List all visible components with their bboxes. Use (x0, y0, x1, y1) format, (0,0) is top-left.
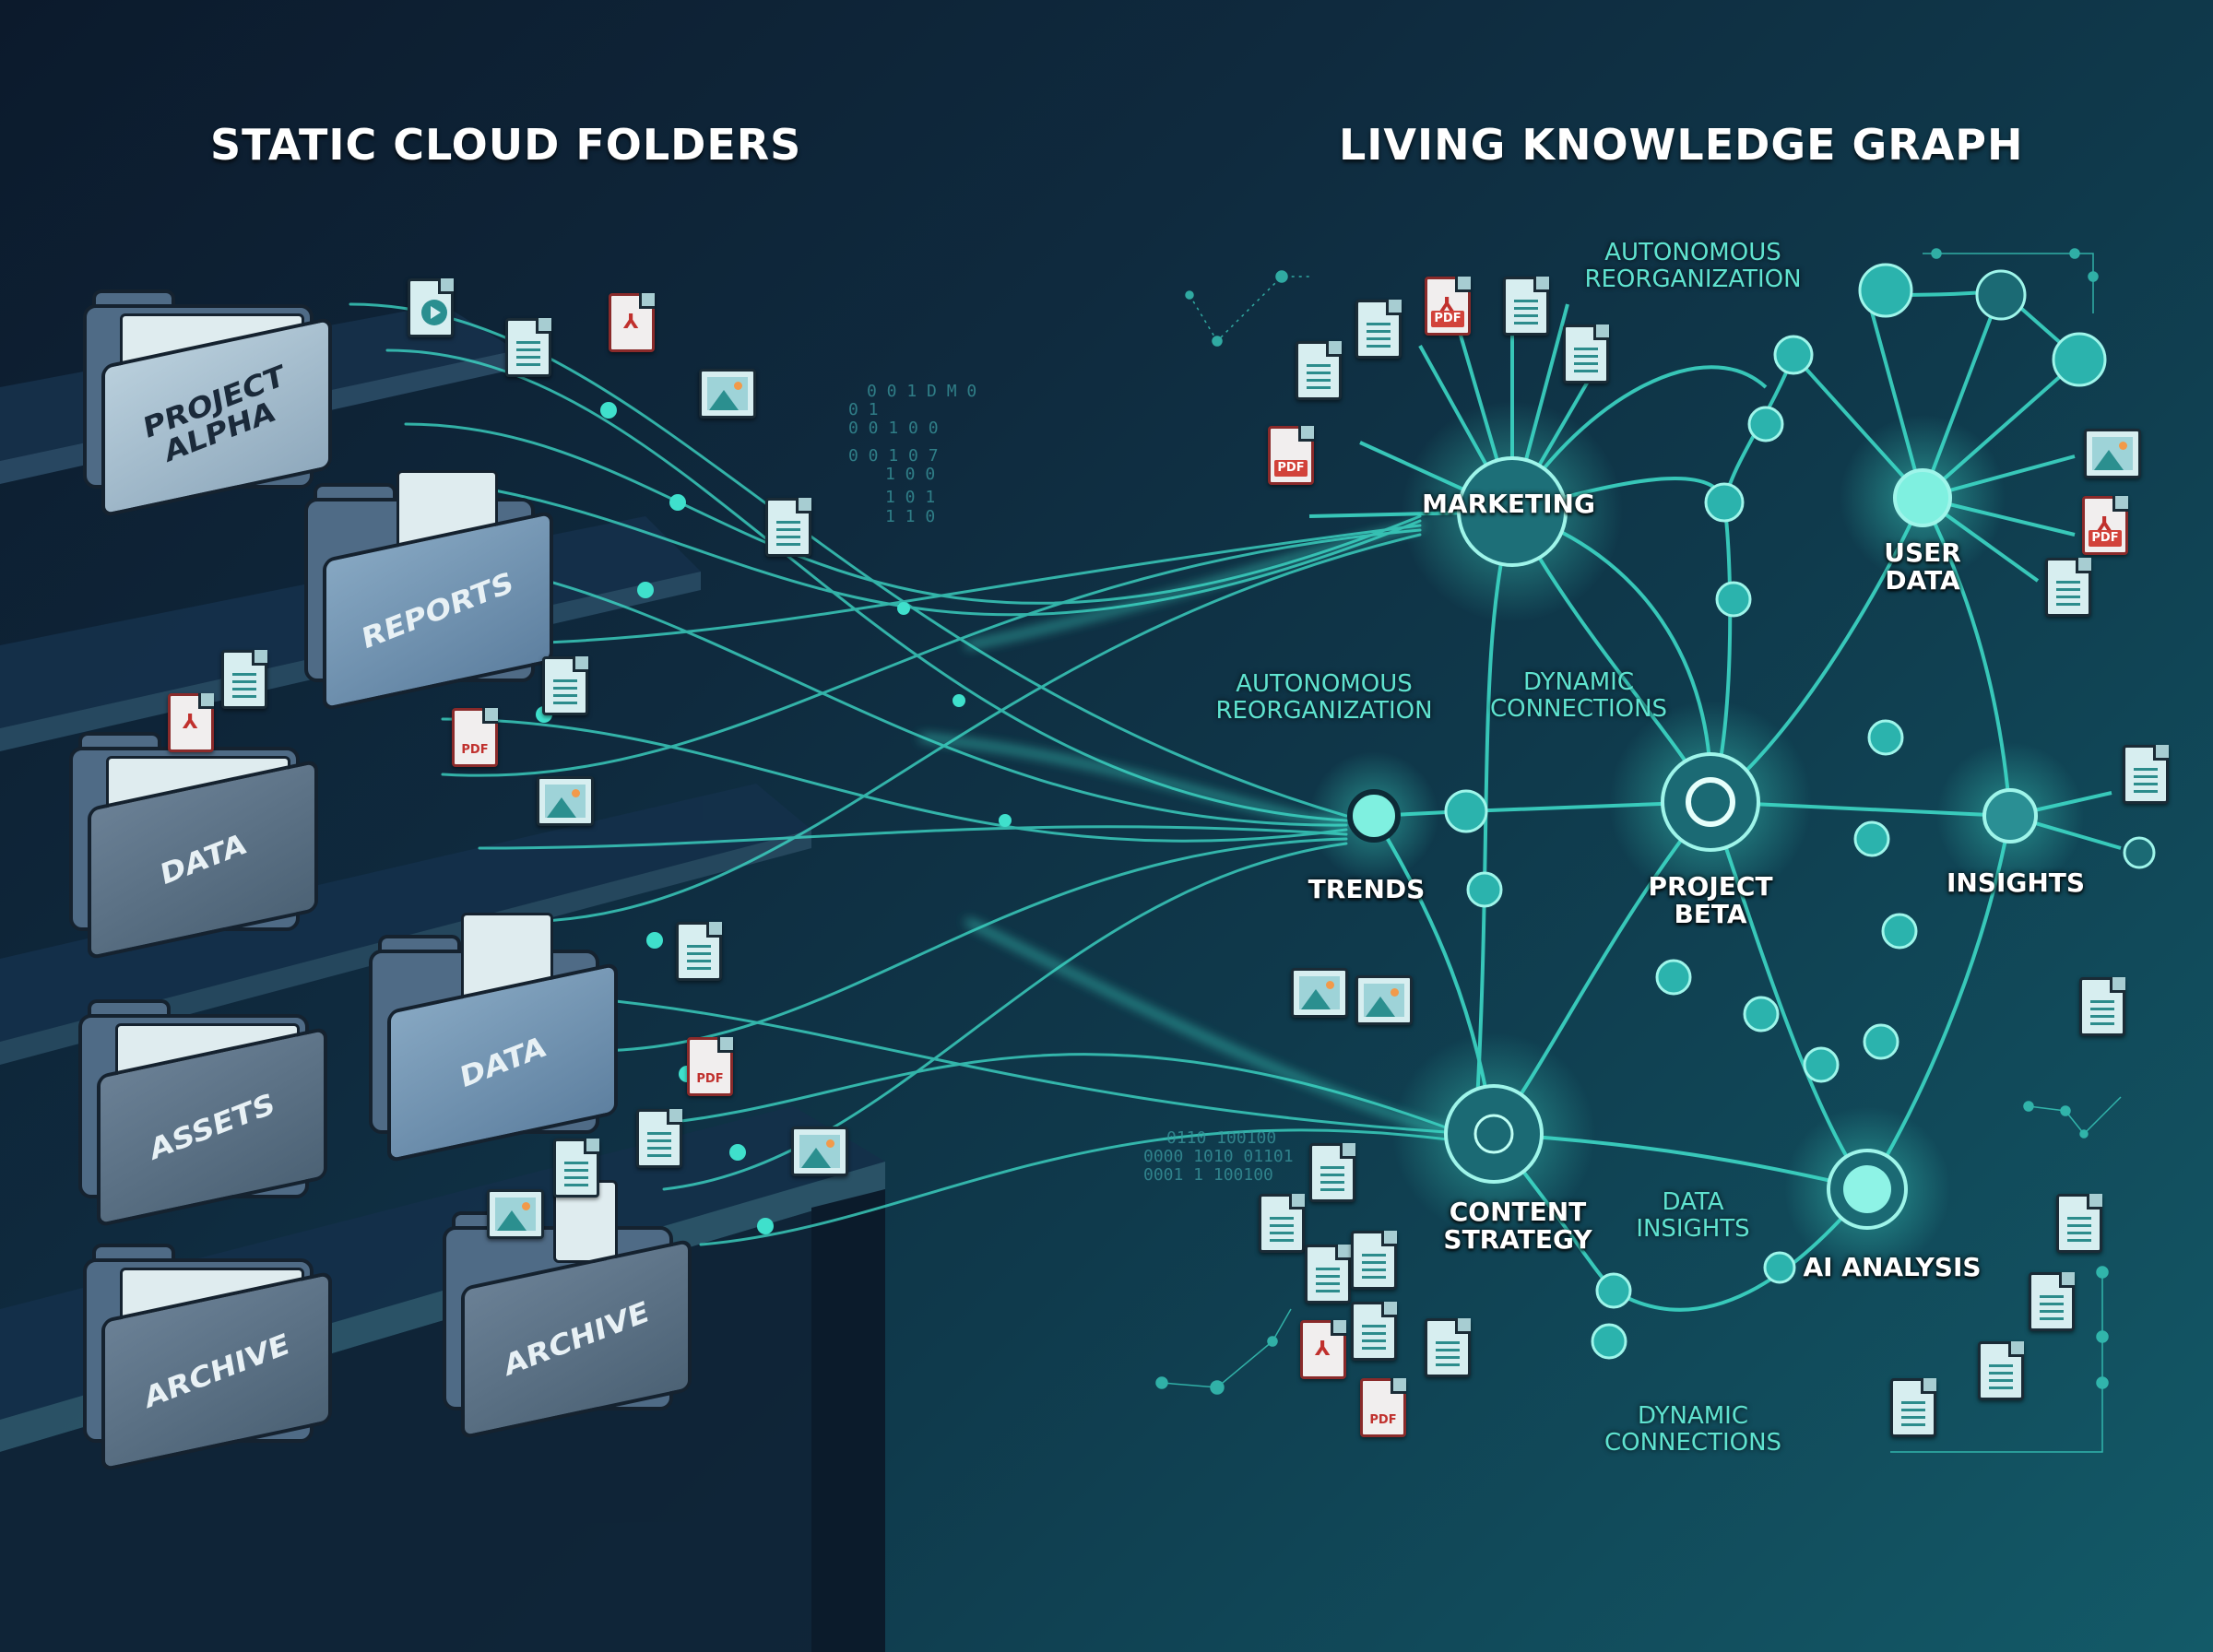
document-file-icon (1890, 1378, 1936, 1437)
node-label-trends: TRENDS (1308, 874, 1426, 904)
svg-text:1 0 0: 1 0 0 (885, 465, 935, 484)
document-file-icon (1425, 1318, 1471, 1377)
annotation-autonomous-reorganization-top: AUTONOMOUS REORGANIZATION (1584, 239, 1802, 294)
acrobat-icon: ⅄ (1315, 1338, 1331, 1361)
node-marketing (1457, 456, 1568, 567)
folder-label: ARCHIVE (141, 1326, 292, 1416)
document-file-icon (553, 1139, 599, 1198)
document-file-icon (2045, 558, 2091, 617)
node-user-data (1893, 468, 1952, 527)
pdf-label: PDF (1369, 1413, 1397, 1427)
play-icon (421, 300, 447, 325)
image-document-icon (1305, 1245, 1351, 1304)
folder-project-alpha[interactable]: PROJECT ALPHA (83, 286, 341, 518)
document-file-icon (1309, 1143, 1355, 1202)
document-file-icon (1296, 341, 1342, 400)
svg-text:0 0 1 D M 0: 0 0 1 D M 0 (867, 382, 976, 401)
pdf-label: PDF (696, 1072, 724, 1086)
document-file-icon (676, 922, 722, 981)
pdf-file-icon: ⅄PDF (1425, 277, 1471, 336)
node-insights (1982, 788, 2038, 844)
pdf-file-icon: PDF (452, 708, 498, 767)
pdf-label: PDF (1274, 460, 1308, 477)
document-file-icon (765, 498, 811, 557)
graph-nodes (1347, 456, 2038, 1230)
image-file-icon (1291, 968, 1348, 1018)
pdf-file-icon: ⅄ (168, 693, 214, 752)
svg-text:0110 100100: 0110 100100 (1166, 1128, 1276, 1148)
pdf-file-icon: PDF (1268, 426, 1314, 485)
chart-document-icon (1351, 1302, 1397, 1361)
document-file-icon (1563, 324, 1609, 384)
folder-data-1[interactable]: DATA (69, 728, 327, 961)
image-file-icon (1355, 975, 1413, 1025)
image-file-icon (2084, 429, 2141, 478)
folder-archive-1[interactable]: ARCHIVE (83, 1240, 341, 1472)
annotation-dynamic-connections-bottom: DYNAMIC CONNECTIONS (1604, 1402, 1782, 1457)
svg-text:0000 1010 01101: 0000 1010 01101 (1143, 1147, 1294, 1166)
constellations (1155, 248, 2122, 1453)
node-content-strategy (1444, 1084, 1544, 1184)
folder-label: DATA (456, 1028, 548, 1095)
document-file-icon (2123, 745, 2169, 804)
svg-text:0 0 1 0 0: 0 0 1 0 0 (848, 419, 939, 438)
graph-minor-nodes (1444, 263, 2156, 1360)
node-label-marketing: MARKETING (1422, 489, 1595, 519)
document-file-icon (2056, 1194, 2102, 1253)
folder-archive-2[interactable]: ARCHIVE (443, 1180, 701, 1440)
pdf-file-icon: PDF (1360, 1378, 1406, 1437)
document-file-icon (1259, 1194, 1305, 1253)
svg-text:1 0 1: 1 0 1 (885, 488, 935, 507)
annotation-autonomous-reorganization-mid: AUTONOMOUS REORGANIZATION (1215, 670, 1433, 726)
folder-reports[interactable]: REPORTS (304, 470, 562, 712)
pdf-label: PDF (1431, 311, 1464, 327)
svg-text:0 1: 0 1 (848, 400, 879, 419)
pdf-label: PDF (2089, 530, 2122, 547)
pdf-label: PDF (461, 743, 489, 757)
acrobat-icon: ⅄ (183, 711, 198, 734)
folder-label: DATA (157, 825, 248, 892)
node-label-project-beta: PROJECT BETA (1648, 871, 1773, 930)
acrobat-icon: ⅄ (623, 311, 639, 334)
svg-text:1 1 0: 1 1 0 (885, 507, 935, 526)
annotation-data-insights: DATA INSIGHTS (1636, 1188, 1750, 1244)
pdf-file-icon: ⅄PDF (2082, 496, 2128, 555)
title-static-cloud-folders: STATIC CLOUD FOLDERS (210, 120, 802, 170)
pdf-file-icon: ⅄ (609, 293, 655, 352)
binary-overlay: 0 0 1 D M 0 0 1 0 0 1 0 0 0 0 1 0 7 1 0 … (848, 382, 1294, 1185)
document-file-icon (542, 656, 588, 715)
pdf-file-icon: ⅄ (1300, 1320, 1346, 1379)
document-file-icon (636, 1109, 682, 1168)
node-project-beta (1661, 752, 1760, 852)
svg-text:0001 1 100100: 0001 1 100100 (1143, 1165, 1273, 1185)
folder-label: ASSETS (147, 1085, 278, 1167)
document-file-icon (1355, 300, 1402, 359)
folder-assets[interactable]: ASSETS (78, 996, 337, 1228)
image-file-icon (699, 369, 756, 419)
image-document-icon (2029, 1272, 2075, 1331)
document-file-icon (505, 318, 551, 377)
folder-data-2[interactable]: DATA (369, 913, 627, 1163)
svg-text:0 0 1 0 7: 0 0 1 0 7 (848, 446, 939, 466)
image-file-icon (791, 1127, 848, 1176)
document-file-icon (1503, 277, 1549, 336)
node-label-user-data: USER DATA (1884, 537, 1961, 596)
image-file-icon (487, 1189, 544, 1239)
node-label-insights: INSIGHTS (1946, 867, 2086, 898)
folder-label: PROJECT ALPHA (140, 358, 288, 469)
pdf-file-icon: PDF (687, 1037, 733, 1096)
annotation-dynamic-connections-mid: DYNAMIC CONNECTIONS (1489, 668, 1668, 724)
document-file-icon (1978, 1341, 2024, 1400)
node-label-content-strategy: CONTENT STRATEGY (1443, 1197, 1592, 1256)
image-file-icon (537, 776, 594, 826)
document-file-icon (1351, 1231, 1397, 1290)
document-file-icon (221, 650, 267, 709)
node-label-ai-analysis: AI ANALYSIS (1803, 1252, 1982, 1282)
video-file-icon (408, 278, 454, 337)
document-file-icon (2079, 977, 2125, 1036)
node-trends (1347, 789, 1401, 843)
folder-label: REPORTS (360, 564, 516, 656)
title-living-knowledge-graph: LIVING KNOWLEDGE GRAPH (1339, 120, 2024, 170)
folder-label: ARCHIVE (501, 1293, 652, 1384)
